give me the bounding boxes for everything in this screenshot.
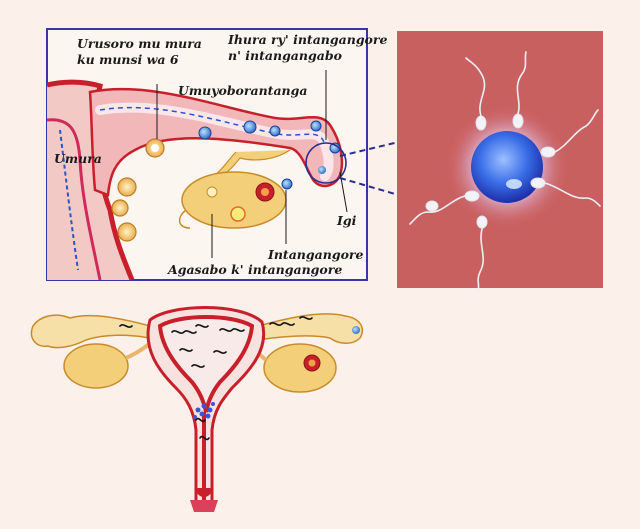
label-ovulation-day6-line2: ku munsi wa 6 [77, 53, 179, 67]
uterus-diagram-icon [31, 308, 362, 513]
label-egg: Igi [337, 214, 356, 228]
label-ovary: Agasabo k' intangangore [168, 263, 342, 277]
label-fertilization-line1: Ihura ry' intangangore [228, 33, 387, 47]
label-ovulation-day6-line1: Urusoro mu mura [77, 37, 202, 51]
egg-with-sperm-icon [397, 31, 603, 290]
label-ovum: Intangangore [268, 248, 363, 262]
label-fallopian-tube: Umuyoborantanga [178, 84, 307, 98]
label-uterus: Umura [54, 152, 102, 166]
label-fertilization-line2: n' intangangabo [228, 49, 342, 63]
